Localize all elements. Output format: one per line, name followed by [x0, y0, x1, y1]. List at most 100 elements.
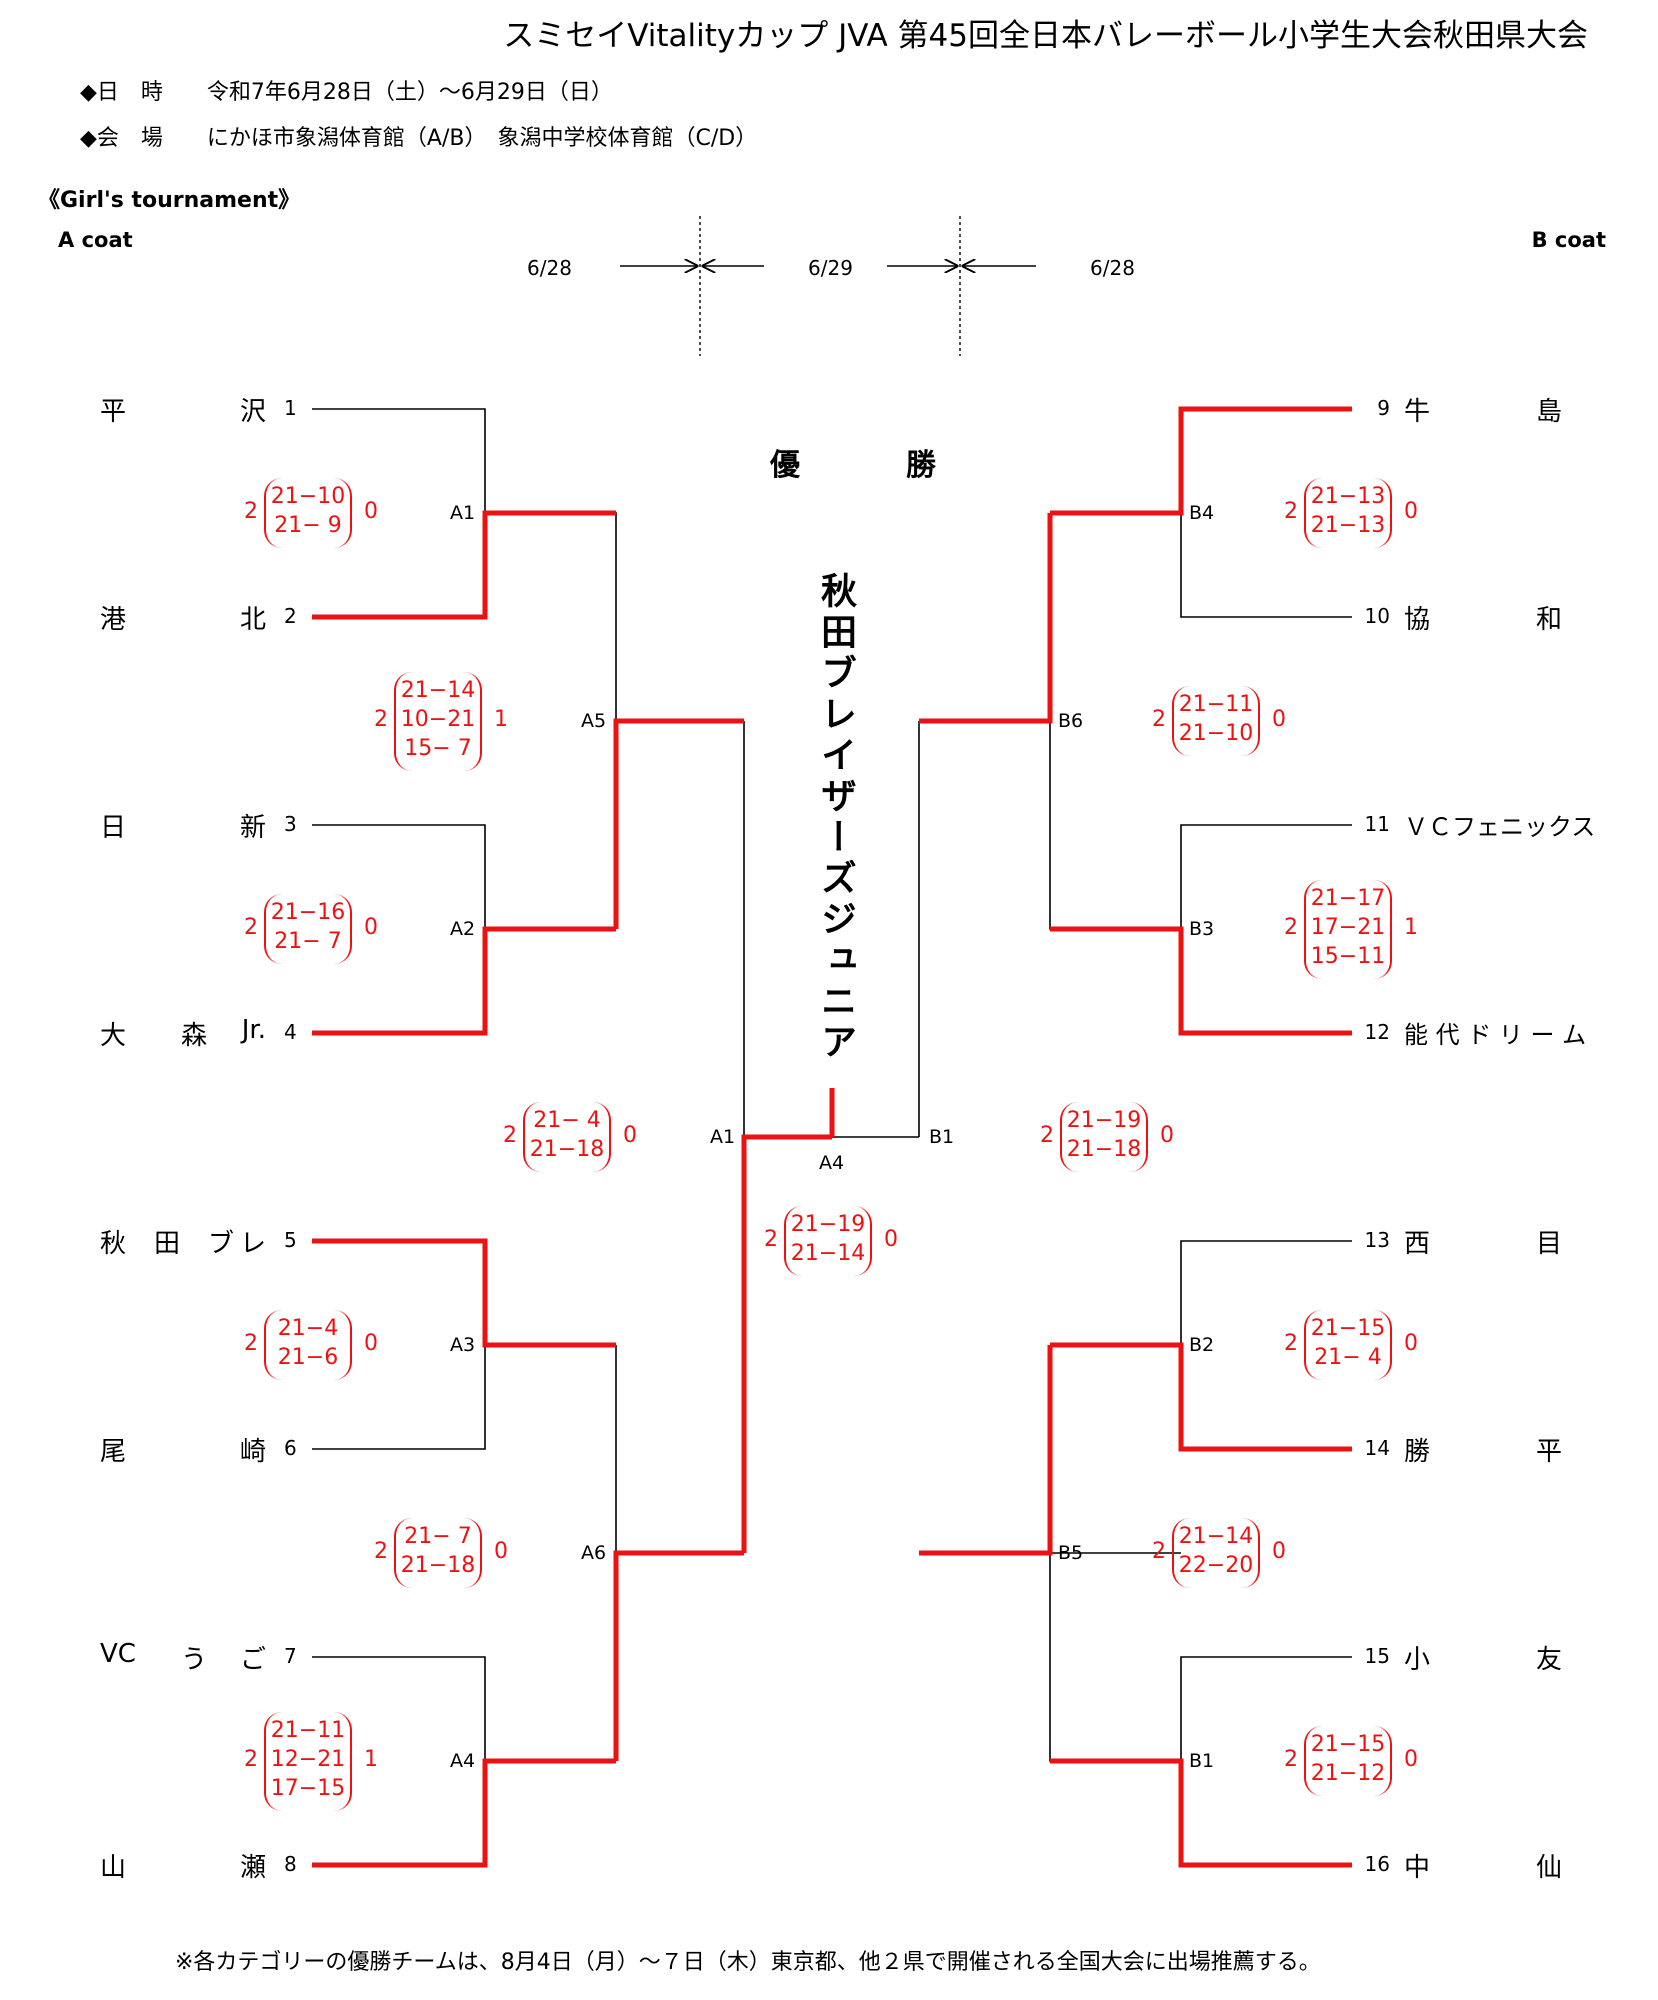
team-number: 16	[1364, 1852, 1390, 1876]
team-name-char: 平	[100, 397, 127, 427]
sets-won-loser: 0	[364, 915, 378, 940]
set-score: 21−16	[270, 900, 346, 925]
set-score: 21−18	[1066, 1137, 1142, 1162]
set-score: 21−4	[277, 1316, 339, 1341]
team-name-char: レ	[239, 1229, 266, 1259]
team-name-char: 大	[100, 1021, 127, 1051]
team-name-char: 山	[100, 1853, 127, 1883]
set-score: 21−10	[270, 484, 346, 509]
set-score: 15−11	[1310, 943, 1386, 969]
team-name-char: 島	[1536, 397, 1563, 427]
team-number: 6	[284, 1436, 297, 1460]
team-number: 2	[284, 604, 297, 628]
set-score: 12−21	[270, 1746, 346, 1772]
set-score: 21− 4	[1314, 1345, 1382, 1370]
date-right: 6/28	[1090, 256, 1135, 280]
team-name: ＶＣフェニックス	[1404, 813, 1596, 841]
match-label-sf-left: A1	[710, 1126, 736, 1148]
sets-won-winner: 2	[1284, 915, 1298, 940]
match-label-B1: B1	[1189, 1750, 1215, 1772]
team-name-char: 森	[181, 1021, 208, 1051]
sets-won-loser: 0	[1404, 1331, 1418, 1356]
team-name-char: 沢	[239, 397, 266, 427]
match-label-sf-right: B1	[929, 1126, 955, 1148]
set-score: 21− 7	[404, 1524, 472, 1549]
sets-won-winner: 2	[244, 499, 258, 524]
match-label-B5: B5	[1058, 1542, 1084, 1564]
team-number: 12	[1364, 1020, 1390, 1044]
score-A6: 2 21− 7 21−18 0	[374, 1518, 524, 1588]
team-name-char: う	[181, 1645, 208, 1675]
match-label-A3: A3	[450, 1334, 476, 1356]
set-score: 22−20	[1178, 1553, 1254, 1578]
team-name-char: 目	[1536, 1229, 1563, 1259]
set-score: 21−14	[400, 677, 476, 703]
set-score: 10−21	[400, 706, 476, 732]
team-number: 14	[1364, 1436, 1390, 1460]
left-coat-label: A coat	[58, 228, 133, 252]
set-score: 21−18	[400, 1553, 476, 1578]
team-number: 7	[284, 1644, 297, 1668]
sets-won-winner: 2	[1284, 1331, 1298, 1356]
sets-won-winner: 2	[1152, 707, 1166, 732]
sets-won-loser: 1	[494, 707, 508, 732]
set-score: 21−11	[1178, 692, 1254, 717]
match-label-A1: A1	[450, 502, 476, 524]
match-label-A6: A6	[581, 1542, 607, 1564]
champion-team: 秋田ブレイザーズジュニア	[815, 572, 856, 1064]
set-scores: 21− 7 21−18	[394, 1518, 482, 1588]
date-center: 6/29	[808, 256, 853, 280]
team-name-char: ブ	[208, 1229, 235, 1259]
team-name-char: 瀬	[239, 1853, 266, 1883]
sets-won-loser: 0	[1160, 1123, 1174, 1148]
team-number: 15	[1364, 1644, 1390, 1668]
sets-won-loser: 0	[1272, 707, 1286, 732]
team-name-char: 中	[1404, 1853, 1431, 1883]
match-label-B3: B3	[1189, 918, 1215, 940]
set-scores: 21−4 21−6	[264, 1310, 352, 1380]
team-number: 11	[1364, 812, 1390, 836]
match-label-final: A4	[819, 1152, 845, 1174]
sets-won-winner: 2	[374, 1539, 388, 1564]
venue-line: ◆会 場 にかほ市象潟体育館（A/B） 象潟中学校体育館（C/D）	[80, 126, 758, 151]
team-name-char: 協	[1404, 605, 1431, 635]
set-score: 21− 7	[274, 929, 342, 954]
sets-won-loser: 0	[364, 499, 378, 524]
match-label-B2: B2	[1189, 1334, 1215, 1356]
sets-won-loser: 0	[1272, 1539, 1286, 1564]
set-scores: 21−16 21− 7	[264, 894, 352, 964]
team-name-char: Jr.	[241, 1015, 266, 1045]
team-name-char: 和	[1536, 605, 1563, 635]
sets-won-loser: 1	[364, 1747, 378, 1772]
team-name-char: ご	[239, 1645, 266, 1675]
team-number: 10	[1364, 604, 1390, 628]
team-name-char: 新	[239, 813, 266, 843]
sets-won-loser: 0	[884, 1227, 898, 1252]
team-number: 9	[1377, 396, 1390, 420]
match-label-A4: A4	[450, 1750, 476, 1772]
set-score: 17−15	[270, 1775, 346, 1801]
team-name-char: 仙	[1536, 1853, 1563, 1883]
set-score: 21−15	[1310, 1732, 1386, 1757]
sets-won-loser: 0	[494, 1539, 508, 1564]
match-label-A5: A5	[581, 710, 607, 732]
team-number: 8	[284, 1852, 297, 1876]
sets-won-winner: 2	[1284, 499, 1298, 524]
sets-won-loser: 1	[1404, 915, 1418, 940]
set-score: 21−6	[277, 1345, 339, 1370]
team-name-char: 牛	[1404, 397, 1431, 427]
